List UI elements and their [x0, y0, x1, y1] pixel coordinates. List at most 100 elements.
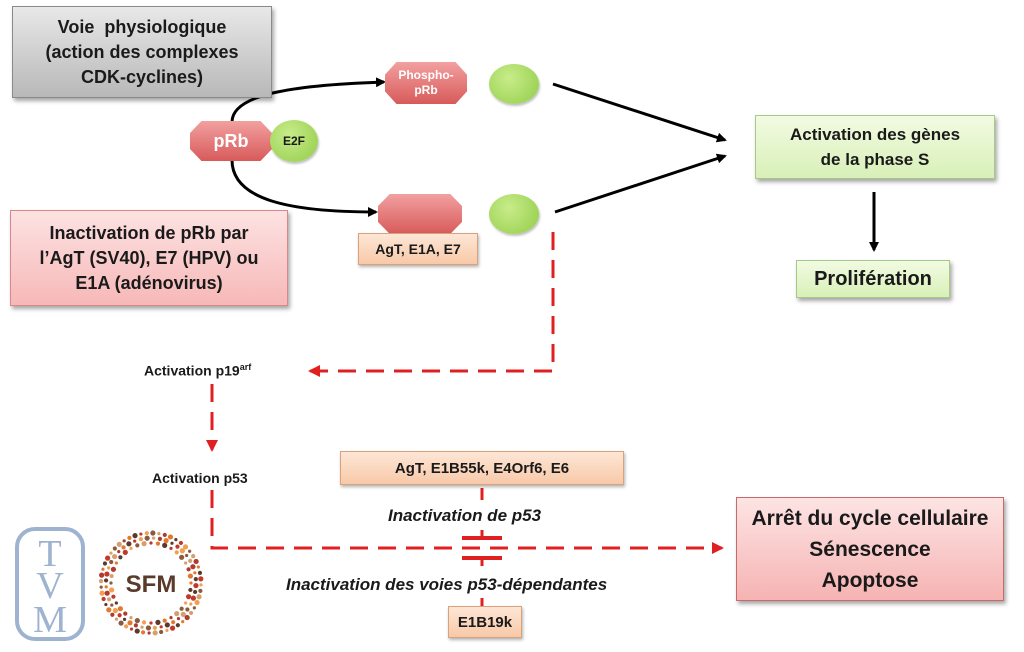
sfm-dot	[122, 617, 127, 622]
sfm-dot	[99, 590, 105, 596]
sfm-dot	[189, 602, 193, 606]
sfm-dot	[169, 616, 173, 620]
sfm-dot	[127, 535, 132, 540]
viral-proteins-label: AgT, E1A, E7	[358, 233, 478, 265]
sfm-dot	[104, 602, 108, 607]
sfm-dot	[192, 606, 196, 610]
sfm-dot	[118, 620, 124, 626]
sfm-dot	[109, 573, 114, 579]
sfm-dot	[134, 617, 140, 624]
sfm-dot	[112, 546, 117, 551]
sfm-dot	[106, 607, 112, 613]
sfm-dot	[159, 625, 163, 629]
physiological-pathway-box: Voie physiologique (action des complexes…	[12, 6, 272, 98]
sfm-dot	[117, 550, 121, 554]
sfm-dot	[104, 571, 110, 577]
sfm-dot	[129, 627, 134, 631]
sfm-dot	[114, 601, 118, 605]
sfm-dot	[101, 596, 106, 602]
sfm-dot	[190, 595, 196, 601]
sfm-dot	[122, 549, 128, 555]
sfm-dot	[133, 539, 137, 543]
sfm-dot	[135, 543, 140, 548]
sfm-dot	[109, 581, 113, 585]
sfm-dot	[98, 579, 104, 584]
sfm-dot	[188, 558, 193, 563]
sfm-dot	[129, 546, 133, 550]
sfm-dot	[185, 607, 190, 612]
prb-inactivation-line-2: l’AgT (SV40), E7 (HPV) ou	[39, 247, 259, 268]
sfm-dot	[175, 544, 180, 549]
sfm-dot	[155, 541, 161, 546]
arrow-free-e2f-to-s-phase	[552, 82, 727, 143]
sfm-dot	[180, 611, 186, 617]
sfm-dot	[190, 564, 196, 570]
sfm-dot	[185, 553, 189, 558]
sfm-dot	[198, 576, 204, 582]
sfm-dot	[164, 622, 170, 628]
sfm-dot	[109, 559, 114, 565]
sfm-dot	[179, 548, 185, 554]
sfm-dot	[109, 551, 113, 555]
sfm-dot	[138, 537, 143, 542]
sfm-dot	[162, 532, 167, 538]
sfm-dot	[105, 555, 111, 561]
sfm-dot	[124, 624, 129, 629]
sfm-dot	[104, 585, 108, 589]
sfm-dot	[129, 616, 133, 620]
sfm-dot	[102, 561, 108, 566]
e1b19k-box: E1B19k	[448, 606, 522, 638]
dashed-arrow-p53-to-outcomes	[210, 490, 724, 554]
s-phase-line-2: de la phase S	[820, 150, 930, 169]
sfm-logo: SFM	[98, 530, 204, 636]
prb-inactivation-line-1: Inactivation de pRb par	[49, 222, 249, 243]
sfm-dot	[109, 587, 115, 593]
sfm-text: SFM	[126, 571, 177, 598]
sfm-dot	[107, 566, 111, 570]
sfm-dot	[155, 619, 161, 625]
sfm-dot-ring	[98, 530, 204, 636]
proliferation-box: Prolifération	[796, 260, 950, 298]
sfm-dot	[157, 536, 163, 541]
outcome-cycle-arrest: Arrêt du cycle cellulaire	[751, 506, 989, 530]
p53-inhibitors-box: AgT, E1B55k, E4Orf6, E6	[340, 451, 624, 485]
sfm-dot	[171, 620, 176, 625]
arrow-prb-to-phospho-prb	[230, 77, 386, 123]
sfm-dot	[167, 534, 174, 540]
sfm-dot	[110, 603, 114, 607]
sfm-dot	[162, 542, 168, 549]
sfm-dot	[152, 625, 157, 630]
sfm-dot	[163, 538, 169, 544]
sfm-dot	[157, 532, 161, 536]
sfm-dot	[188, 610, 194, 616]
sfm-dot	[123, 611, 128, 616]
sfm-dot	[152, 630, 158, 636]
p53-activation-label: Activation p53	[152, 470, 248, 486]
sfm-dot	[178, 540, 184, 546]
sfm-dot	[112, 607, 118, 614]
sfm-dot	[188, 549, 192, 553]
sfm-dot	[198, 588, 203, 593]
sfm-dot	[117, 613, 122, 618]
sfm-dot	[174, 550, 179, 555]
tvm-logo: T V M	[15, 527, 85, 641]
sfm-dot	[122, 539, 126, 543]
e2f-node: E2F	[270, 120, 318, 162]
sfm-dot	[151, 536, 156, 540]
cell-outcomes-box: Arrêt du cycle cellulaire Sénescence Apo…	[736, 497, 1004, 601]
sfm-dot	[141, 541, 147, 547]
sfm-dot	[179, 554, 185, 560]
prb-inactivation-box: Inactivation de pRb par l’AgT (SV40), E7…	[10, 210, 288, 306]
sfm-dot	[188, 587, 193, 593]
sfm-dot	[191, 554, 196, 559]
sfm-dot	[149, 621, 153, 625]
sfm-dot	[111, 553, 118, 560]
sfm-dot	[174, 538, 178, 542]
arf-superscript: arf	[239, 362, 252, 372]
sfm-dot	[145, 625, 152, 631]
sfm-dot	[194, 599, 200, 606]
phospho-prb-node: Phospho- pRb	[385, 62, 467, 104]
sfm-dot	[185, 594, 192, 600]
sfm-dot	[179, 606, 184, 611]
sfm-dot	[144, 535, 150, 541]
